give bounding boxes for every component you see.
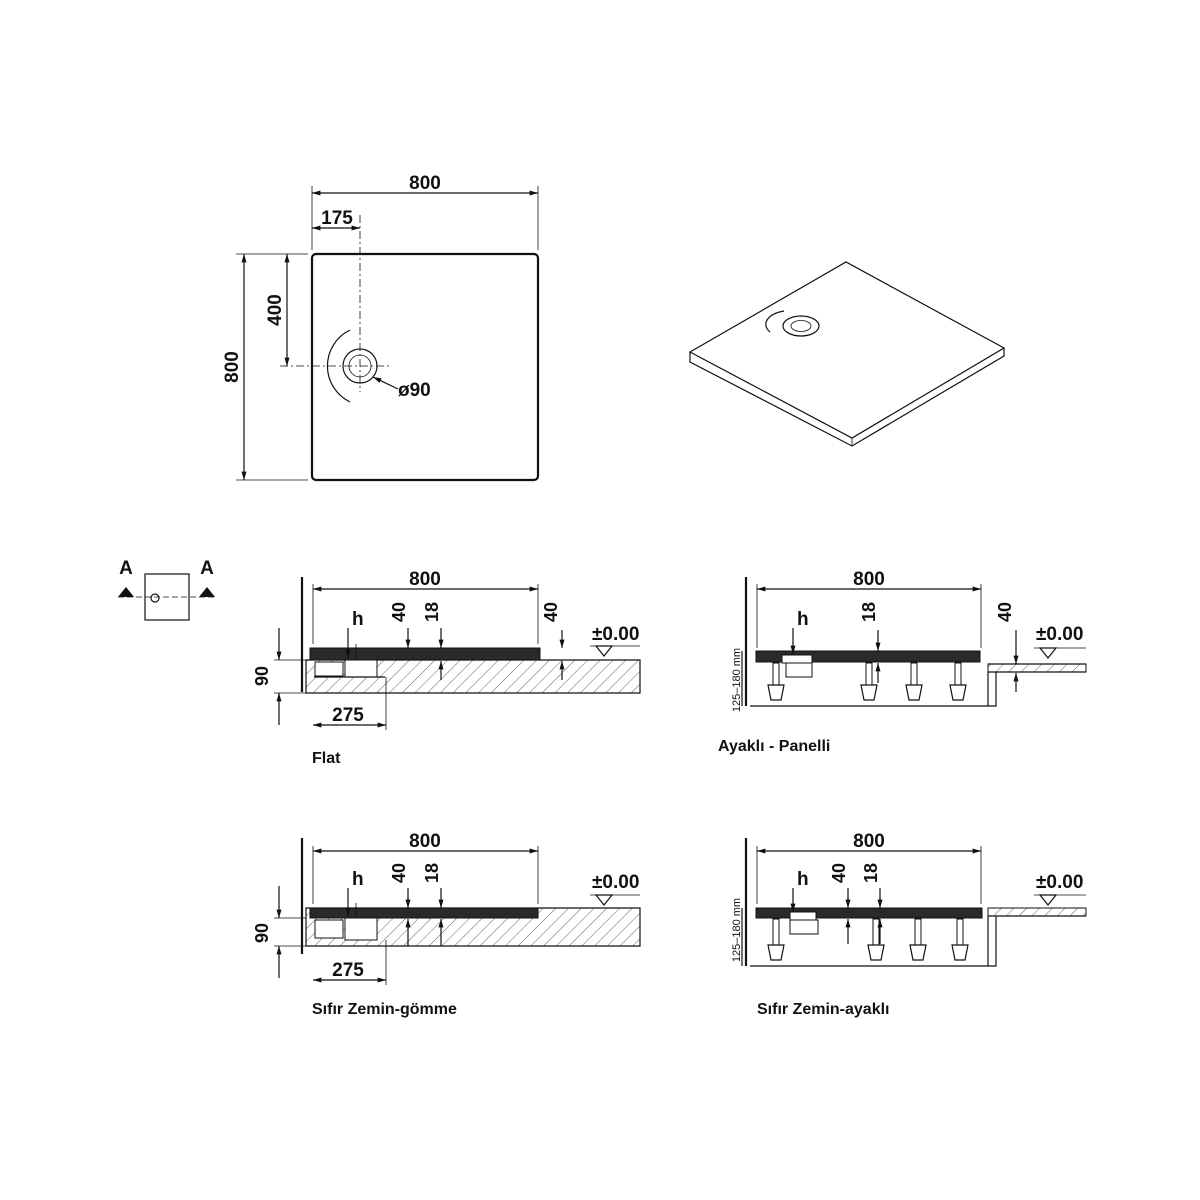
flat-d90-label: 90 [252, 666, 272, 686]
top-width-label: 800 [409, 173, 441, 194]
flat-d40-label: 40 [389, 602, 409, 622]
zemin-ayakli-d18-label: 18 [861, 863, 881, 883]
gomme-d275-label: 275 [332, 960, 364, 981]
section-marker: A A [118, 558, 215, 621]
panelli-leg-range-label: 125–180 mm [731, 648, 743, 712]
tray-isometric-top [688, 261, 1006, 439]
flat-h-label: h [352, 609, 364, 630]
top-offset-x-label: 175 [321, 208, 353, 229]
panelli-d18-label: 18 [859, 602, 879, 622]
panelli-level-label: ±0.00 [1036, 624, 1083, 645]
zemin-ayakli-leg-range-label: 125–180 mm [731, 898, 743, 962]
tray-isometric-side [689, 348, 1005, 447]
top-view: 800 175 800 400 ø90 [222, 173, 540, 482]
panelli-width-label: 800 [853, 569, 885, 590]
section-ayakli-panelli: 800 h 18 40 ±0.00 125–180 mm Ayaklı - Pa… [718, 569, 1087, 755]
flat-width-label: 800 [409, 569, 441, 590]
panelli-h-label: h [797, 609, 809, 630]
flat-d18-label: 18 [422, 602, 442, 622]
section-sifir-zemin-ayakli: 800 h 40 18 ±0.00 125–180 mm Sıfır Zemin… [731, 831, 1087, 1018]
zemin-ayakli-caption: Sıfır Zemin-ayaklı [757, 1001, 890, 1018]
section-sifir-zemin-gomme: 800 h 40 18 ±0.00 90 275 Sıfır Zemin-göm… [252, 831, 641, 1018]
drain-isometric-icon [765, 310, 820, 337]
gomme-d90-label: 90 [252, 923, 272, 943]
flat-level-label: ±0.00 [592, 624, 639, 645]
leg-icon [767, 662, 967, 701]
flat-caption: Flat [312, 750, 341, 767]
flat-d40b-label: 40 [541, 602, 561, 622]
gomme-d18-label: 18 [422, 863, 442, 883]
gomme-h-label: h [352, 869, 364, 890]
zemin-ayakli-level-label: ±0.00 [1036, 872, 1083, 893]
section-marker-right-label: A [200, 558, 214, 579]
panelli-d40b-label: 40 [995, 602, 1015, 622]
drain-icon [326, 329, 378, 403]
zemin-ayakli-d40-label: 40 [829, 863, 849, 883]
gomme-width-label: 800 [409, 831, 441, 852]
drain-diameter-label: ø90 [398, 380, 431, 401]
gomme-d40-label: 40 [389, 863, 409, 883]
gomme-level-label: ±0.00 [592, 872, 639, 893]
top-depth-label: 800 [222, 351, 243, 383]
section-flat: 800 h 40 18 40 ±0.00 90 275 Flat [252, 569, 641, 767]
top-offset-y-label: 400 [265, 294, 286, 326]
zemin-ayakli-width-label: 800 [853, 831, 885, 852]
leg-icon [767, 918, 969, 961]
tray-outline-top [310, 252, 540, 482]
section-marker-left-label: A [119, 558, 133, 579]
isometric-view [688, 261, 1006, 447]
gomme-caption: Sıfır Zemin-gömme [312, 1001, 457, 1018]
flat-d275-label: 275 [332, 705, 364, 726]
panelli-caption: Ayaklı - Panelli [718, 738, 830, 755]
zemin-ayakli-h-label: h [797, 869, 809, 890]
